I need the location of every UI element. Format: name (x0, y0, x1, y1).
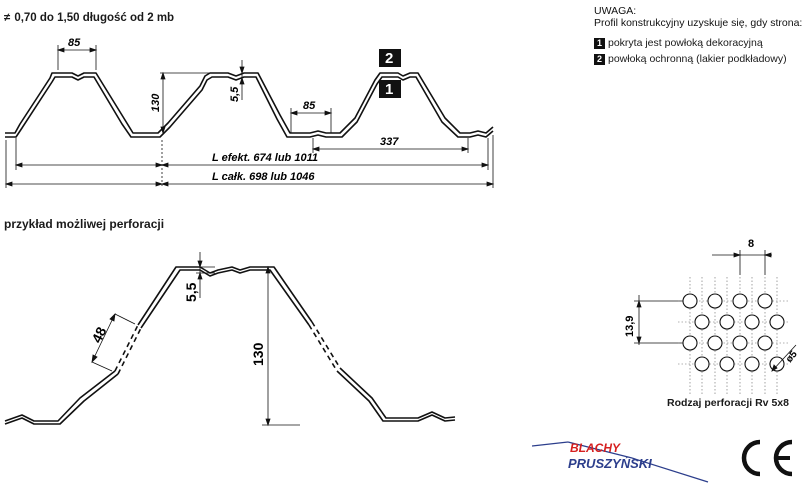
dim-height (160, 71, 210, 135)
perf-dim-notch-label: 5,5 (183, 282, 199, 302)
dim-effective (14, 138, 490, 188)
legend-label-2: powłoką ochronną (lakier podkładowy) (608, 53, 787, 65)
marker-side-2 (379, 49, 401, 67)
perforation-dim-pitch-label: 8 (748, 238, 754, 250)
profile-outline (5, 72, 494, 138)
dim-top-width-label: 85 (68, 37, 81, 49)
perforation-dim-diameter-label: ø5 (784, 349, 800, 365)
logo-roof-line-left (532, 441, 569, 447)
perforation-caption: Rodzaj perforacji Rv 5x8 (667, 397, 789, 409)
section-title-perforation: przykład możliwej perforacji (4, 217, 165, 231)
perf-dim-height-label: 130 (250, 342, 266, 366)
perforation-grid (678, 277, 790, 395)
dim-notch (239, 60, 245, 100)
legend-label-1: pokryta jest powłoką dekoracyjną (608, 37, 763, 49)
perforation-pattern-drawing: 8 13,9 ø5 (624, 238, 800, 395)
dim-total-label: L całk. 698 lub 1046 (212, 171, 315, 183)
logo-roof-line-right (567, 441, 633, 459)
legend-number-2: 2 (594, 53, 605, 65)
perf-dim-height (262, 265, 300, 427)
dim-height-label: 130 (150, 93, 162, 112)
dim-notch-label: 5,5 (229, 86, 241, 102)
dim-bottom-width (289, 108, 333, 133)
ce-mark: CE (736, 436, 793, 477)
dim-pitch-label: 337 (380, 136, 399, 148)
perforated-profile-drawing: 5,5 130 48 (4, 252, 456, 427)
logo-line-2: PRUSZYŃSKI (568, 456, 652, 471)
ce-mark-c (741, 439, 761, 477)
perforated-profile-outline (4, 266, 456, 425)
legend-number-1: 1 (594, 37, 605, 49)
dim-total (4, 135, 495, 188)
ce-mark-text: CE (736, 436, 738, 437)
perf-dim-slant (91, 312, 136, 372)
perf-dim-notch (196, 252, 215, 298)
note-text: Profil konstrukcyjny uzyskuje się, gdy s… (594, 17, 803, 29)
perforation-dim-row-label: 13,9 (624, 316, 636, 337)
company-logo: BLACHY PRUSZYŃSKI (532, 441, 709, 483)
perforation-dim-pitch (712, 250, 772, 275)
logo-roof-line-tail (631, 457, 709, 483)
perf-dim-slant-label: 48 (88, 324, 109, 345)
legend-item-1: 1 pokryta jest powłoką dekoracyjną (594, 37, 763, 49)
dim-top-width (56, 45, 98, 70)
perforation-holes (682, 293, 785, 372)
profile-thickness-length-header: ≠0,70 do 1,50 długość od 2 mb (4, 12, 174, 24)
dim-effective-label: L efekt. 674 lub 1011 (212, 152, 318, 164)
logo-line-1: BLACHY (570, 441, 621, 455)
dim-pitch (311, 138, 470, 153)
marker-side-1-label: 1 (385, 81, 393, 98)
dim-bottom-width-label: 85 (303, 100, 316, 112)
trapezoidal-profile-drawing: 85 130 5,5 85 337 (4, 37, 495, 188)
marker-side-2-label: 2 (385, 50, 393, 67)
header-title: 0,70 do 1,50 długość od 2 mb (14, 12, 175, 24)
perforation-dim-row (634, 295, 690, 345)
marker-side-1 (379, 80, 401, 98)
note-heading: UWAGA: (594, 5, 637, 17)
legend-item-2: 2 powłoką ochronną (lakier podkładowy) (594, 53, 787, 65)
not-equal-symbol: ≠ (4, 12, 11, 24)
perforation-dim-diameter (771, 344, 797, 372)
